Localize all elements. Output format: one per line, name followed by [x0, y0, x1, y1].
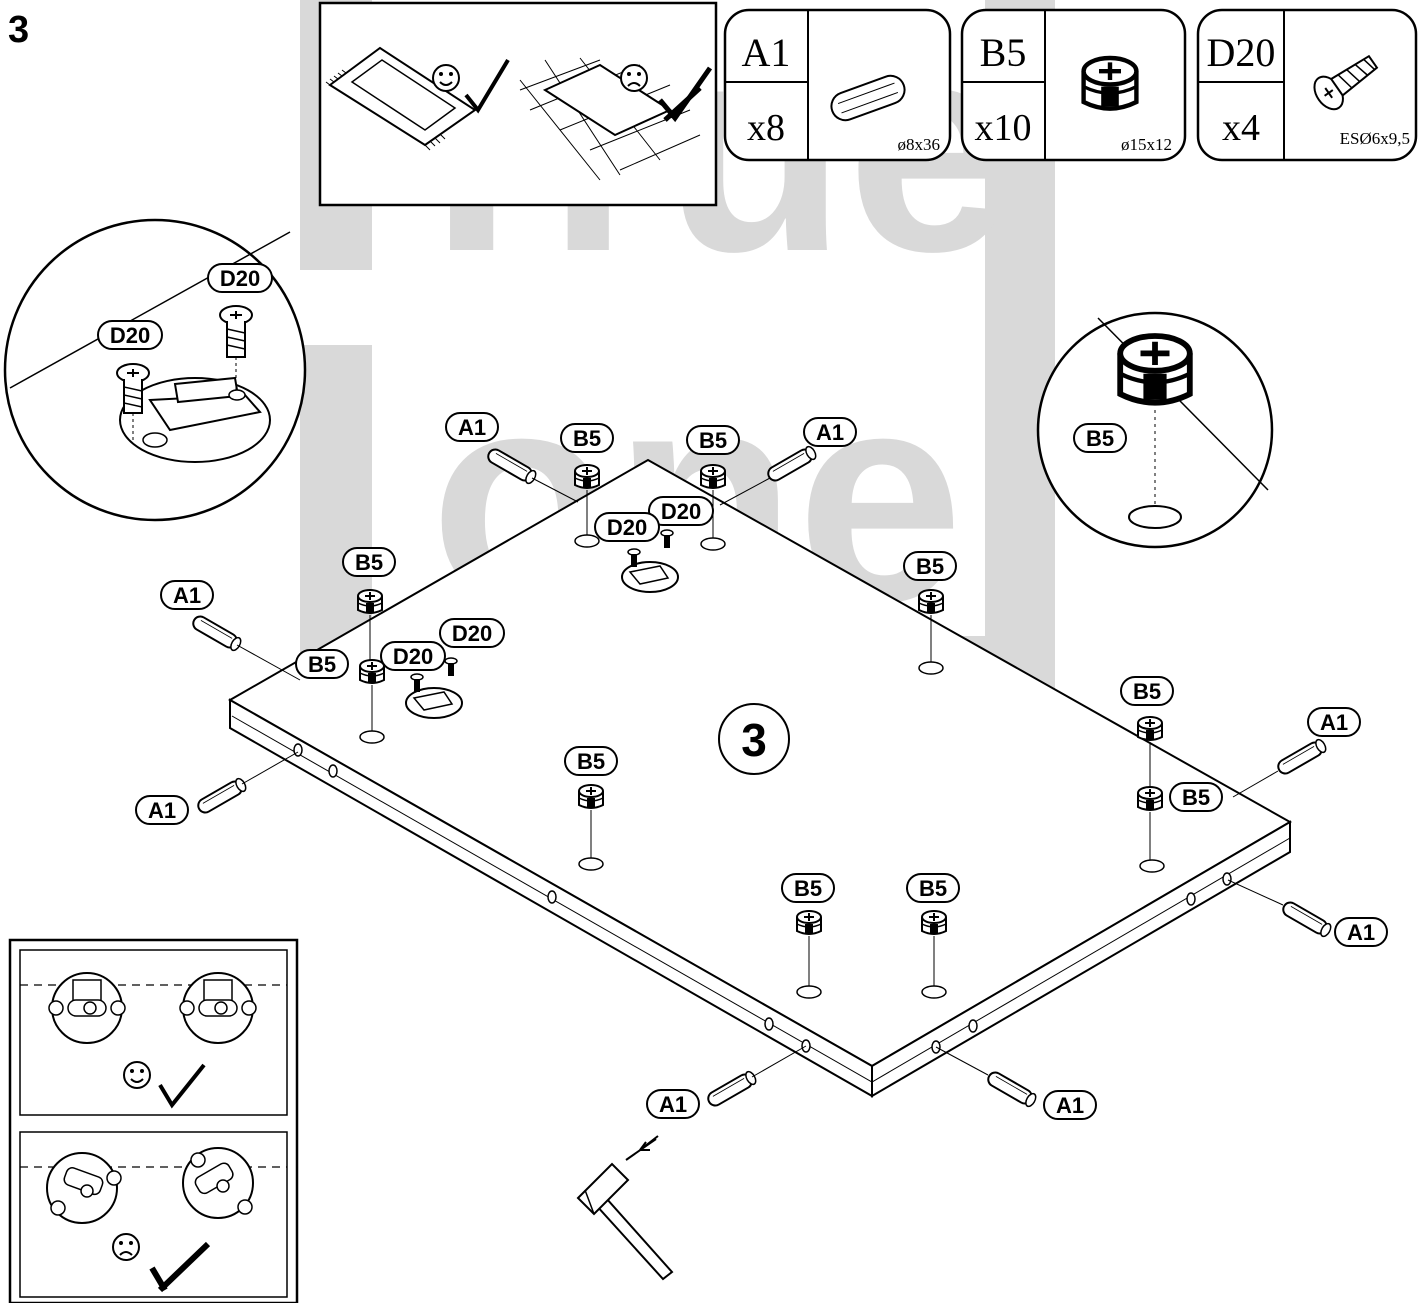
- label-a1: A1: [646, 1089, 700, 1119]
- step-number: 3: [8, 9, 29, 51]
- sad-face-icon: [112, 1233, 140, 1261]
- label-b5: B5: [906, 873, 960, 903]
- screw-icon: [116, 363, 150, 414]
- label-a1: A1: [1307, 707, 1361, 737]
- label-b5: B5: [1120, 676, 1174, 706]
- step-badge: 3: [718, 703, 790, 775]
- part-card-d20: D20 x4 ESØ6x9,5: [1196, 8, 1418, 162]
- label-a1: A1: [160, 580, 214, 610]
- detail-circle-connector: D20 D20: [3, 218, 307, 522]
- screw-icon: [1313, 54, 1379, 111]
- svg-text:B5: B5: [1086, 426, 1114, 451]
- sad-face-icon: [620, 64, 648, 92]
- svg-text:A1: A1: [1320, 710, 1348, 735]
- svg-text:B5: B5: [355, 550, 383, 575]
- label-b5: B5: [903, 551, 957, 581]
- part-dimension: ESØ6x9,5: [1340, 129, 1410, 148]
- svg-text:A1: A1: [659, 1092, 687, 1117]
- label-b5: B5: [564, 746, 618, 776]
- label-a1: A1: [1043, 1090, 1097, 1120]
- label-a1: A1: [135, 795, 189, 825]
- svg-text:D20: D20: [220, 266, 260, 291]
- check-icon: [464, 58, 510, 114]
- cam-lock-icon: [1084, 58, 1137, 109]
- svg-text:A1: A1: [173, 583, 201, 608]
- svg-text:B5: B5: [794, 876, 822, 901]
- part-code: A1: [742, 30, 791, 75]
- part-dimension: ø15x12: [1121, 135, 1172, 154]
- label-b5: B5: [342, 547, 396, 577]
- svg-text:A1: A1: [816, 420, 844, 445]
- label-d20: D20: [648, 496, 714, 526]
- svg-text:B5: B5: [577, 749, 605, 774]
- svg-text:A1: A1: [458, 415, 486, 440]
- part-dimension: ø8x36: [898, 135, 941, 154]
- check-icon: [158, 1063, 206, 1109]
- svg-text:B5: B5: [1182, 785, 1210, 810]
- part-card-a1: A1 x8 ø8x36: [723, 8, 952, 162]
- label-d20: D20: [380, 641, 446, 671]
- label-d20: D20: [594, 512, 660, 542]
- label-d20: D20: [439, 618, 505, 648]
- svg-text:D20: D20: [661, 499, 701, 524]
- label-a1: A1: [445, 412, 499, 442]
- svg-text:D20: D20: [110, 323, 150, 348]
- cross-icon: [658, 66, 713, 123]
- correct-orientation: [19, 949, 288, 1116]
- svg-text:B5: B5: [916, 554, 944, 579]
- dowel-icon: [830, 74, 906, 122]
- part-code: D20: [1207, 30, 1276, 75]
- screw-icon: [219, 305, 253, 358]
- svg-text:A1: A1: [1056, 1093, 1084, 1118]
- label-d20: D20: [207, 263, 273, 293]
- label-b5: B5: [560, 423, 614, 453]
- cross-icon: [149, 1241, 211, 1293]
- connector-plate: [621, 529, 679, 593]
- floor-hint-panel: [318, 1, 718, 207]
- svg-text:D20: D20: [393, 644, 433, 669]
- svg-text:A1: A1: [148, 798, 176, 823]
- svg-text:D20: D20: [607, 515, 647, 540]
- label-d20: D20: [97, 320, 163, 350]
- label-b5: B5: [295, 649, 349, 679]
- smile-face-icon: [432, 64, 460, 92]
- part-quantity: x4: [1222, 107, 1260, 149]
- dowel-group: [189, 443, 1334, 1110]
- svg-text:B5: B5: [1133, 679, 1161, 704]
- svg-text:B5: B5: [573, 426, 601, 451]
- svg-text:B5: B5: [699, 428, 727, 453]
- part-card-b5: B5 x10 ø15x12: [960, 8, 1187, 162]
- part-quantity: x8: [747, 107, 785, 149]
- svg-text:B5: B5: [308, 652, 336, 677]
- label-a1: A1: [803, 417, 857, 447]
- svg-text:3: 3: [741, 714, 767, 766]
- smile-face-icon: [123, 1061, 151, 1089]
- orientation-hint-panel: [8, 938, 299, 1303]
- parts-list: A1 x8 ø8x36 B5 x10 ø15x12 D20 x4: [723, 8, 1418, 162]
- svg-text:A1: A1: [1347, 920, 1375, 945]
- detail-circle-cam: B5: [1036, 311, 1274, 549]
- soft-rug-illustration: [325, 46, 477, 151]
- part-quantity: x10: [975, 107, 1032, 149]
- callout-labels: A1 B5 B5 A1 D20 D20 B5 B5 A1 D20 D20 B5 …: [135, 412, 1388, 1120]
- wrong-orientation: [19, 1131, 288, 1298]
- svg-text:D20: D20: [452, 621, 492, 646]
- svg-text:B5: B5: [919, 876, 947, 901]
- label-b5: B5: [686, 425, 740, 455]
- cross-stroke: [663, 86, 702, 122]
- label-b5: B5: [1169, 782, 1223, 812]
- label-a1: A1: [1334, 917, 1388, 947]
- label-b5: B5: [781, 873, 835, 903]
- label-b5: B5: [1073, 423, 1127, 453]
- hammer-icon: [576, 1135, 674, 1281]
- part-code: B5: [980, 30, 1027, 75]
- connector-plate: [405, 657, 463, 719]
